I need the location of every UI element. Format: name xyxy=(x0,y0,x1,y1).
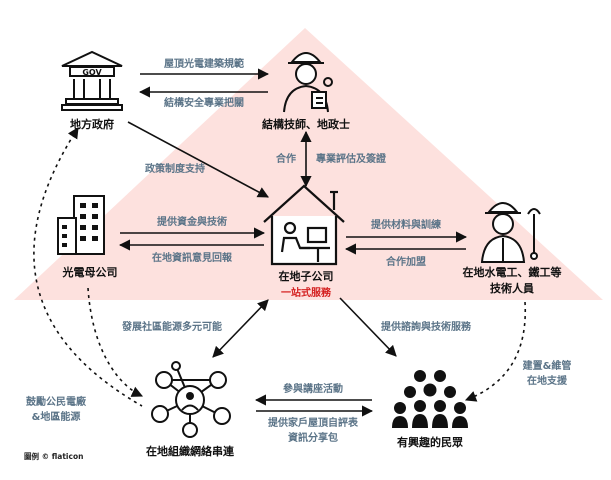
technician-label-line1: 在地水電工、鐵工等 xyxy=(463,265,562,279)
edge-label-network-public-bottom-line2: 資訊分享包 xyxy=(288,431,338,444)
edge-label-tech-public-line1: 建置&維管 xyxy=(522,359,572,372)
dashed-tech-to-public xyxy=(464,301,527,402)
structural-label: 結構技師、地政士 xyxy=(262,117,350,131)
arrow-center-network xyxy=(212,299,269,358)
edge-label-network-public-bottom-line1: 提供家戶屋頂自評表 xyxy=(268,416,359,429)
connectors xyxy=(33,68,527,417)
office-building-icon xyxy=(57,195,105,255)
house-office-icon xyxy=(263,184,345,266)
dashed-parent-to-network xyxy=(87,287,144,397)
arrow-gov-to-center xyxy=(127,121,269,198)
engineer-worker-icon xyxy=(283,52,333,113)
edge-label-gov-structural-bottom: 結構安全專業把關 xyxy=(164,96,244,109)
edge-label-gov-network-line1: 鼓勵公民電廠 xyxy=(26,395,87,408)
edge-label-structural-center-right: 專業評估及簽證 xyxy=(316,152,387,165)
arrow-center-to-public xyxy=(339,297,397,357)
edge-label-center-tech-bottom: 合作加盟 xyxy=(385,255,426,268)
network-label: 在地組織網絡串連 xyxy=(146,444,235,458)
edge-label-network-public-top: 參與講座活動 xyxy=(283,382,343,395)
government-label: 地方政府 xyxy=(70,117,114,131)
edge-label-gov-center: 政策制度支持 xyxy=(145,162,205,175)
edge-label-center-tech-top: 提供材料與訓練 xyxy=(371,218,441,231)
edge-label-structural-center-left: 合作 xyxy=(275,152,296,165)
center-sublabel: 一站式服務 xyxy=(281,286,332,299)
edge-label-center-public: 提供諮詢與技術服務 xyxy=(381,320,472,333)
government-building-icon: GOV xyxy=(61,50,123,111)
dashed-gov-to-network xyxy=(33,127,143,407)
parent-company-label: 光電母公司 xyxy=(62,265,118,279)
edge-label-parent-center-bottom: 在地資訊意見回報 xyxy=(152,251,233,264)
edge-label-tech-public-line2: 在地支援 xyxy=(527,374,568,387)
network-people-icon xyxy=(151,361,231,438)
crowd-icon xyxy=(392,370,468,428)
svg-text:GOV: GOV xyxy=(82,68,102,77)
edge-label-gov-network-line2: &地區能源 xyxy=(32,410,81,423)
center-label: 在地子公司 xyxy=(279,269,334,283)
technician-wrench-icon xyxy=(480,202,541,263)
edge-label-parent-center-top: 提供資金與技術 xyxy=(157,215,227,228)
public-label: 有興趣的民眾 xyxy=(397,435,463,449)
icon-credit: 圖例 © flaticon xyxy=(24,451,83,461)
edge-label-center-network: 發展社區能源多元可能 xyxy=(121,320,222,333)
edge-label-gov-structural-top: 屋頂光電建築規範 xyxy=(164,57,244,70)
technician-label-line2: 技術人員 xyxy=(490,281,534,295)
